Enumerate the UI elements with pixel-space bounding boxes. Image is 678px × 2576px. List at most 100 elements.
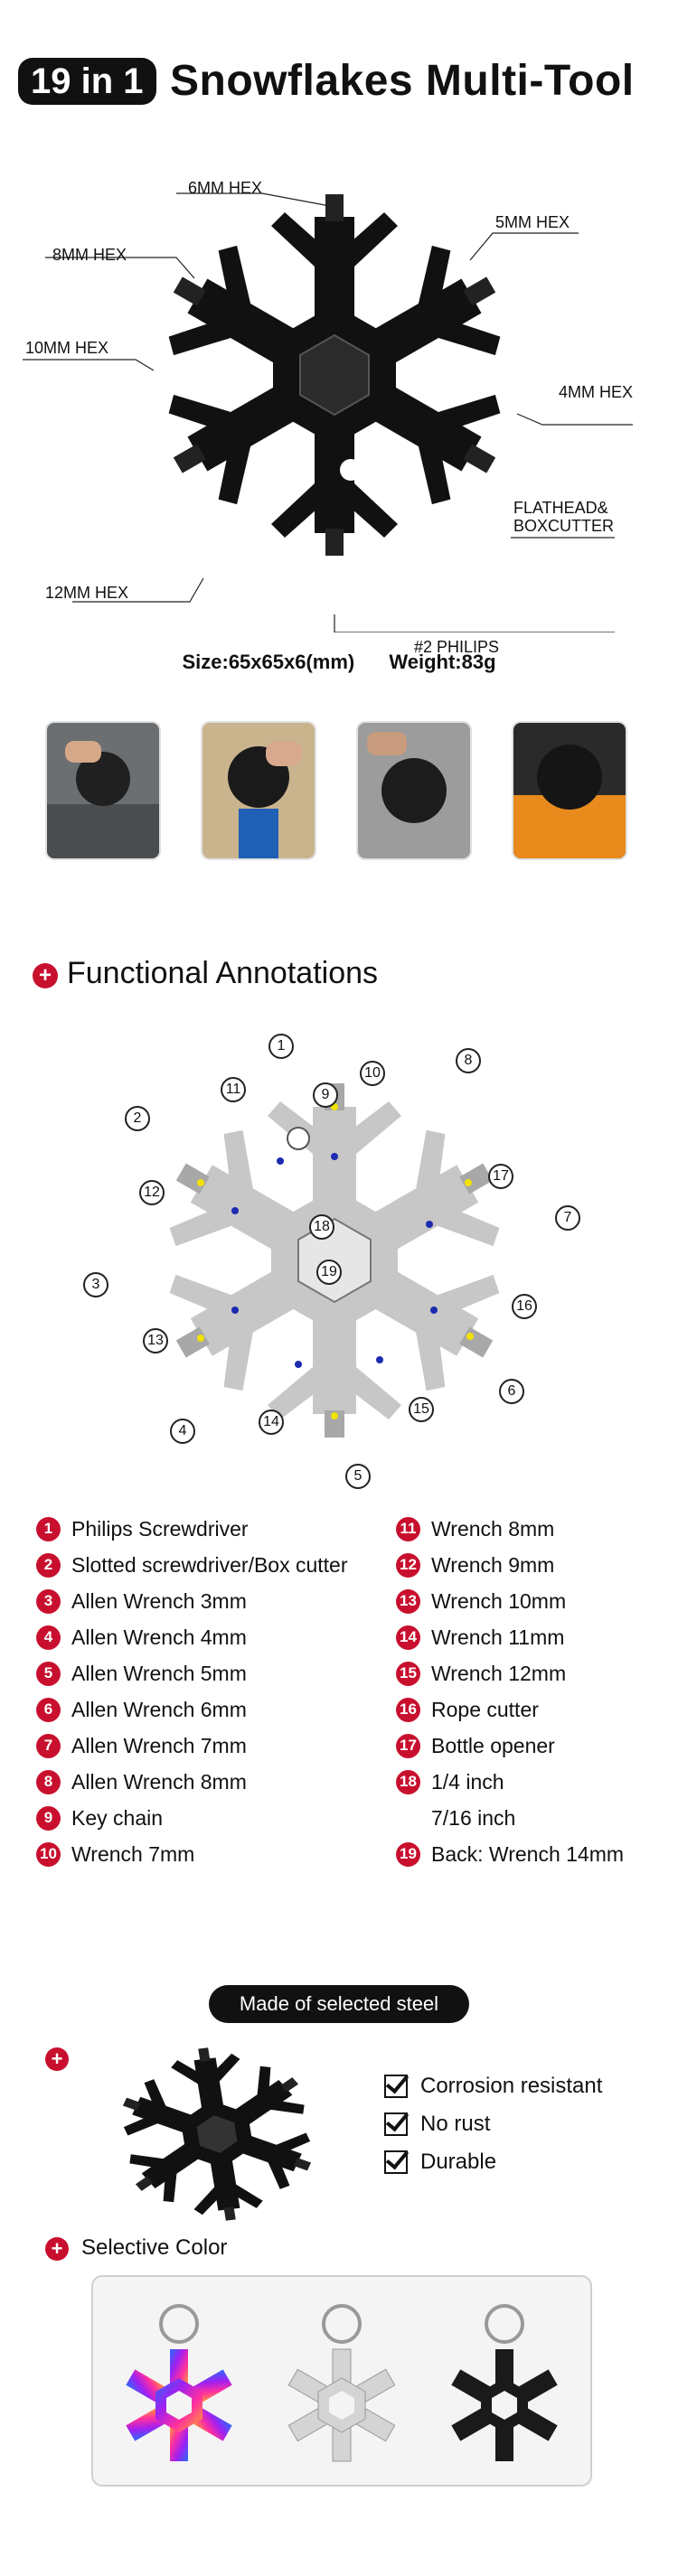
usage-photo-1 (45, 721, 161, 860)
legend-item: 5 Allen Wrench 5mm (36, 1655, 353, 1691)
legend-label: Slotted screwdriver/Box cutter (71, 1552, 348, 1577)
callout-1: 1 (268, 1034, 294, 1059)
legend-item: 6 Allen Wrench 6mm (36, 1691, 353, 1728)
legend-number: 13 (396, 1588, 420, 1614)
functional-heading: Functional Annotations (67, 956, 379, 990)
black-variant (451, 2304, 558, 2461)
feature-item: Corrosion resistant (384, 2067, 602, 2105)
callout-7: 7 (555, 1205, 580, 1231)
legend-label: Rope cutter (431, 1697, 539, 1721)
legend-item: 9 Key chain (36, 1800, 353, 1836)
steel-plus-icon: + (45, 2047, 69, 2071)
legend-label: Wrench 8mm (431, 1516, 555, 1541)
steel-product-photo (111, 2044, 323, 2225)
callout-10: 10 (360, 1061, 385, 1086)
legend-item: 13 Wrench 10mm (396, 1583, 667, 1619)
legend-number: 10 (36, 1841, 61, 1867)
black-snowflake (146, 194, 523, 556)
color-heading: Selective Color (81, 2235, 228, 2260)
feature-item: Durable (384, 2143, 602, 2181)
legend-label: Philips Screwdriver (71, 1516, 249, 1541)
legend-item: 1 Philips Screwdriver (36, 1511, 353, 1547)
label-4mm-hex: 4MM HEX (559, 383, 634, 401)
legend-number: 1 (36, 1516, 61, 1541)
legend-number: 2 (36, 1552, 61, 1578)
legend-item: 10 Wrench 7mm (36, 1836, 353, 1872)
legend-number: 9 (36, 1805, 61, 1831)
callout-9: 9 (313, 1082, 338, 1108)
legend-number: 17 (396, 1733, 420, 1758)
legend-label: Bottle opener (431, 1733, 555, 1757)
color-variants (126, 2304, 558, 2462)
legend-left: 1 Philips Screwdriver 2 Slotted screwdrive… (36, 1511, 353, 1872)
checkmark-icon (384, 2150, 408, 2174)
legend-number: 19 (396, 1841, 420, 1867)
legend-number: 14 (396, 1625, 420, 1650)
label-8mm-hex: 8MM HEX (52, 246, 127, 264)
legend-number: 18 (396, 1769, 420, 1794)
legend-item: 11 Wrench 8mm (396, 1511, 667, 1547)
label-flathead: FLATHEAD& (513, 499, 608, 517)
section-plus-icon: + (33, 963, 58, 988)
legend-label: Allen Wrench 6mm (71, 1697, 247, 1721)
callout-6: 6 (499, 1379, 524, 1404)
color-plus-icon: + (45, 2237, 69, 2261)
legend-number: 6 (36, 1697, 61, 1722)
color-options-panel (91, 2275, 592, 2487)
title-badge: 19 in 1 (18, 58, 156, 105)
callout-17: 17 (488, 1164, 513, 1189)
steel-features: Corrosion resistant No rust Durable (384, 2067, 602, 2181)
legend-label: Key chain (71, 1805, 164, 1830)
usage-photo-3 (356, 721, 472, 860)
legend-label: Wrench 11mm (431, 1625, 565, 1649)
feature-item: No rust (384, 2105, 602, 2143)
weight-spec: Weight:83g (389, 651, 496, 673)
snowflake-diagram (23, 192, 633, 632)
legend-label: 7/16 inch (431, 1805, 516, 1830)
legend-number: 7 (36, 1733, 61, 1758)
legend-label: Wrench 9mm (431, 1552, 555, 1577)
legend-label: Allen Wrench 5mm (71, 1661, 247, 1685)
legend-number: 12 (396, 1552, 420, 1578)
legend-item: 4 Allen Wrench 4mm (36, 1619, 353, 1655)
callout-11: 11 (221, 1077, 246, 1102)
callout-3: 3 (83, 1272, 108, 1297)
callout-5: 5 (345, 1464, 371, 1489)
silver-variant (287, 2304, 396, 2462)
legend-item: 7/16 inch (396, 1800, 667, 1836)
size-spec: Size:65x65x6(mm) (182, 651, 355, 673)
legend-item: 17 Bottle opener (396, 1728, 667, 1764)
feature-label: Corrosion resistant (420, 2074, 603, 2098)
legend-number: 5 (36, 1661, 61, 1686)
callout-4: 4 (170, 1419, 195, 1444)
legend-number: 4 (36, 1625, 61, 1650)
feature-label: No rust (420, 2112, 491, 2136)
legend-item: 12 Wrench 9mm (396, 1547, 667, 1583)
label-5mm-hex: 5MM HEX (495, 213, 570, 231)
callout-12: 12 (139, 1180, 165, 1205)
legend-number: 11 (396, 1516, 420, 1541)
legend-label: Wrench 7mm (71, 1841, 195, 1866)
legend-label: Wrench 10mm (431, 1588, 567, 1613)
legend-label: Allen Wrench 3mm (71, 1588, 247, 1613)
callout-15: 15 (409, 1397, 434, 1422)
checkmark-icon (384, 2112, 408, 2136)
usage-photo-4 (512, 721, 627, 860)
callout-13: 13 (143, 1328, 168, 1354)
specs-line: Size:65x65x6(mm) Weight:83g (0, 651, 678, 674)
legend-label: Allen Wrench 4mm (71, 1625, 247, 1649)
legend-label: 1/4 inch (431, 1769, 504, 1794)
callout-14: 14 (259, 1410, 284, 1435)
legend-item: 18 1/4 inch (396, 1764, 667, 1800)
rainbow-variant (126, 2304, 232, 2461)
label-12mm-hex: 12MM HEX (45, 584, 129, 602)
feature-label: Durable (420, 2150, 497, 2174)
legend-number: 15 (396, 1661, 420, 1686)
callout-19: 19 (316, 1260, 342, 1285)
